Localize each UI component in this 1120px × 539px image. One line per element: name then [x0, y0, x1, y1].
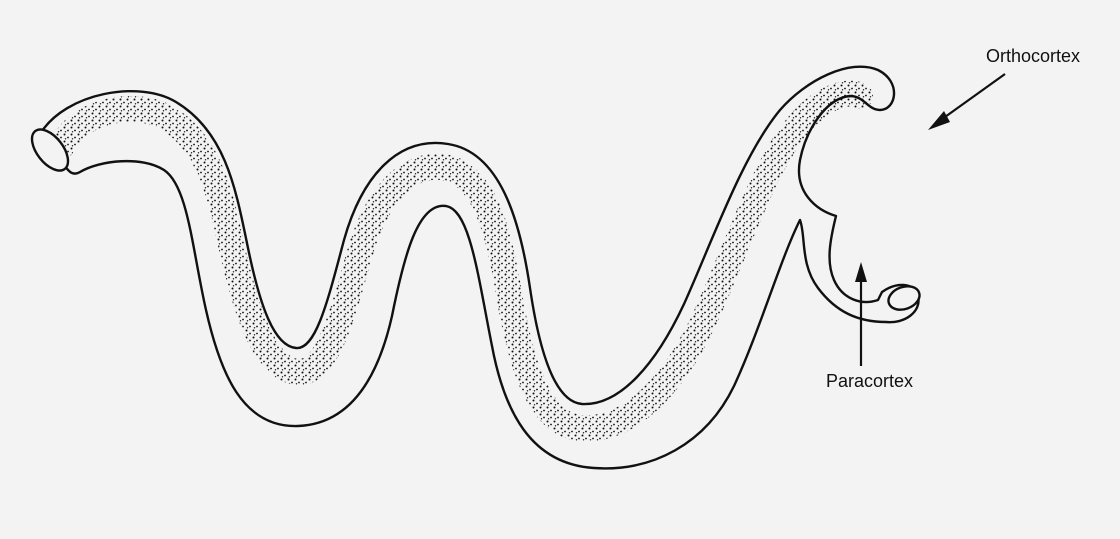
paracortex-label: Paracortex — [824, 371, 915, 392]
orthocortex-arrow — [928, 74, 1005, 130]
paracortex-arrow — [855, 262, 867, 366]
paracortex-stipple-band — [62, 94, 860, 429]
orthocortex-label: Orthocortex — [984, 46, 1082, 67]
